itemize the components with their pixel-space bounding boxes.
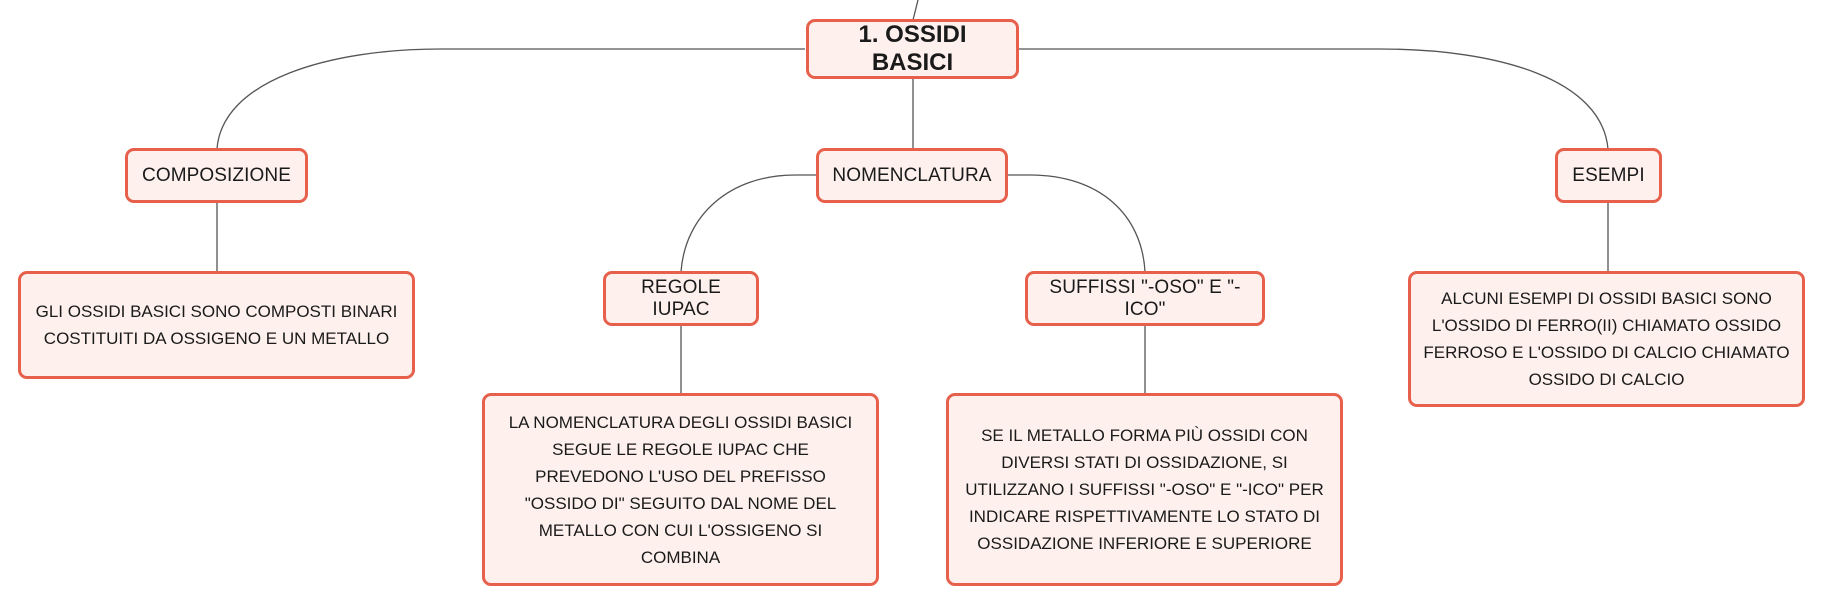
suffissi-detail-text: SE IL METALLO FORMA PIÙ OSSIDI CON DIVER… — [965, 426, 1324, 553]
topic-composizione-label: COMPOSIZIONE — [142, 164, 291, 186]
topic-nomenclatura[interactable]: NOMENCLATURA — [816, 148, 1008, 203]
esempi-detail[interactable]: ALCUNI ESEMPI DI OSSIDI BASICI SONO L'OS… — [1408, 271, 1805, 407]
esempi-detail-text: ALCUNI ESEMPI DI OSSIDI BASICI SONO L'OS… — [1423, 289, 1790, 389]
composizione-detail[interactable]: GLI OSSIDI BASICI SONO COMPOSTI BINARI C… — [18, 271, 415, 379]
root-node-label: 1. OSSIDI BASICI — [858, 21, 967, 76]
connector-nomenclatura-to-regole — [680, 174, 817, 273]
connector-root-to-esempi — [1019, 48, 1609, 150]
subtopic-suffissi[interactable]: SUFFISSI "-OSO" E "-ICO" — [1025, 271, 1265, 326]
suffissi-detail[interactable]: SE IL METALLO FORMA PIÙ OSSIDI CON DIVER… — [946, 393, 1343, 586]
subtopic-regole-iupac-label: REGOLE IUPAC — [641, 276, 721, 320]
regole-iupac-detail-text: LA NOMENCLATURA DEGLI OSSIDI BASICI SEGU… — [508, 412, 853, 567]
regole-iupac-detail[interactable]: LA NOMENCLATURA DEGLI OSSIDI BASICI SEGU… — [482, 393, 879, 586]
composizione-detail-text: GLI OSSIDI BASICI SONO COMPOSTI BINARI C… — [35, 302, 398, 348]
connector-root-to-composizione — [216, 48, 805, 150]
topic-composizione[interactable]: COMPOSIZIONE — [125, 148, 308, 203]
topic-esempi[interactable]: ESEMPI — [1555, 148, 1662, 203]
root-node[interactable]: 1. OSSIDI BASICI — [806, 19, 1019, 79]
topic-nomenclatura-label: NOMENCLATURA — [832, 164, 992, 186]
topic-esempi-label: ESEMPI — [1572, 164, 1645, 186]
connector-nomenclatura-to-suffissi — [1008, 174, 1146, 273]
subtopic-regole-iupac[interactable]: REGOLE IUPAC — [603, 271, 759, 326]
connector-root-to-parent — [912, 0, 919, 21]
subtopic-suffissi-label: SUFFISSI "-OSO" E "-ICO" — [1049, 276, 1241, 320]
